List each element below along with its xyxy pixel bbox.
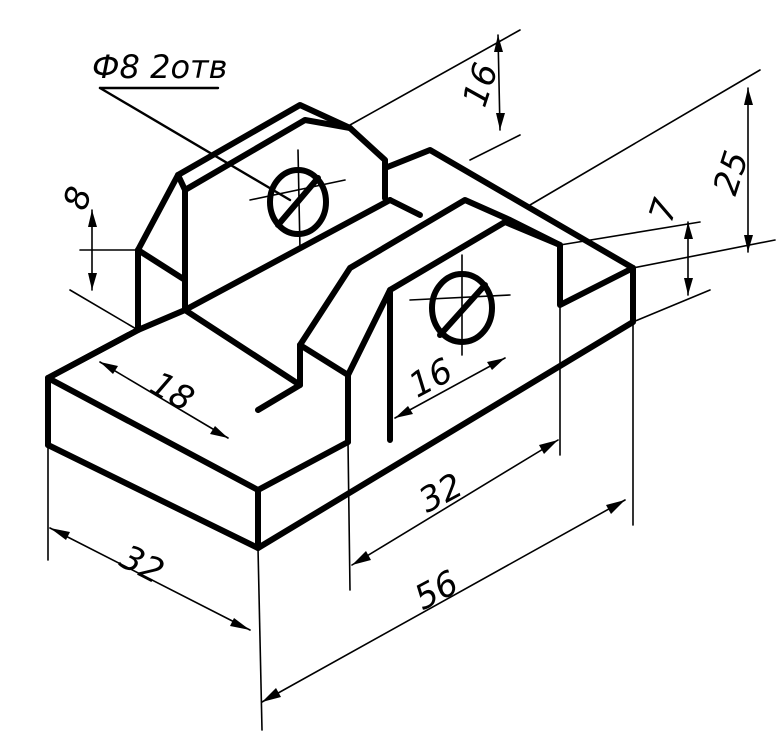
dim-slot-length: 18 xyxy=(143,364,200,420)
dim-front-square: 16 xyxy=(402,351,459,407)
dim-inner-length: 32 xyxy=(412,466,469,522)
hole-front xyxy=(409,254,511,356)
dim-step-height: 7 xyxy=(642,194,687,227)
dim-overall-length: 56 xyxy=(408,563,465,619)
extension-lines xyxy=(47,29,776,731)
dimension-lines xyxy=(49,34,753,703)
hole-note-label: Ф8 2отв xyxy=(92,48,228,86)
dim-left-height: 8 xyxy=(56,182,101,215)
hole-leader xyxy=(98,86,292,202)
front-upright xyxy=(182,197,636,445)
rear-middle-block xyxy=(382,147,636,271)
left-step xyxy=(45,307,188,381)
dim-total-height: 25 xyxy=(706,146,757,200)
hole-rear xyxy=(249,149,346,251)
rear-upright xyxy=(135,102,393,333)
